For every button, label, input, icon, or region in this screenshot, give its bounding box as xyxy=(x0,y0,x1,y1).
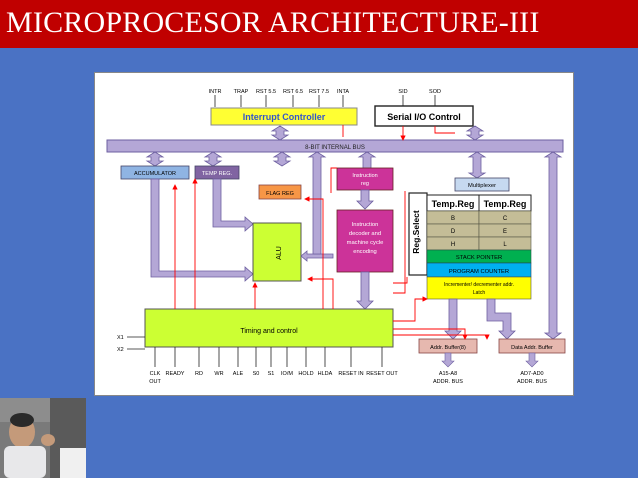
pin-wr: WR xyxy=(214,371,223,377)
instruction-reg-label-2: reg xyxy=(361,181,369,187)
addr-bus-label-1: A15-A8 xyxy=(439,371,457,377)
control-pins: CLK OUT READY RD WR ALE S0 S1 IO/M HOLD … xyxy=(149,371,398,385)
program-counter-label: PROGRAM COUNTER xyxy=(449,269,509,275)
instruction-reg-label-1: Instruction xyxy=(352,173,377,179)
diagram-svg: 8-BIT INTERNAL BUS INTR TRAP RST 5.5 RST… xyxy=(106,89,566,385)
stack-pointer-label: STACK POINTER xyxy=(456,255,502,261)
control-lines xyxy=(172,125,490,340)
data-addr-buffer-label: Data Addr. Buffer xyxy=(511,345,553,351)
temp-reg-header: Temp.Reg xyxy=(484,199,527,209)
serial-io-control: Serial I/O Control xyxy=(374,105,474,127)
pin-reset-out: RESET OUT xyxy=(366,371,398,377)
decoder-label-4: encoding xyxy=(353,249,377,255)
alu-input-paths xyxy=(150,178,254,282)
pin-io-m: IO/M xyxy=(281,371,293,377)
interrupt-controller: Interrupt Controller xyxy=(210,107,358,126)
serial-io-label: Serial I/O Control xyxy=(387,112,461,122)
interrupt-pins: INTR TRAP RST 5.5 RST 6.5 RST 7.5 INTA xyxy=(209,89,349,107)
register-l: L xyxy=(503,242,507,248)
title-bar: MICROPROCESOR ARCHITECTURE-III xyxy=(0,0,638,48)
flag-reg-label: FLAG REG xyxy=(266,191,294,197)
slide-title: MICROPROCESOR ARCHITECTURE-III xyxy=(6,6,540,39)
timing-control-label: Timing and control xyxy=(240,328,298,335)
temp-reg-label: TEMP REG. xyxy=(202,171,233,177)
pin-label: INTA xyxy=(337,89,349,95)
x2-label: X2 xyxy=(117,347,124,353)
internal-bus: 8-BIT INTERNAL BUS xyxy=(106,139,564,153)
pin-clk: CLK xyxy=(150,371,161,377)
pin-reset-in: RESET IN xyxy=(338,371,363,377)
pin-hlda: HLDA xyxy=(318,371,333,377)
pin-s1: S1 xyxy=(268,371,275,377)
temp-reg: TEMP REG. xyxy=(194,165,240,180)
register-e: E xyxy=(503,229,507,235)
x1-label: X1 xyxy=(117,335,124,341)
alu: ALU xyxy=(252,222,302,282)
register-h: H xyxy=(451,242,455,248)
pin-hold: HOLD xyxy=(298,371,313,377)
reg-select: Reg.Select xyxy=(408,192,428,276)
decoder-label-2: decoder and xyxy=(349,231,381,237)
incrementer-label-2: Latch xyxy=(473,290,485,296)
instruction-decoder: Instruction decoder and machine cycle en… xyxy=(336,209,394,273)
pin-label: SOD xyxy=(429,89,441,95)
register-b: B xyxy=(451,216,455,222)
alu-output-arrow xyxy=(300,250,334,262)
pin-out: OUT xyxy=(149,379,161,385)
serial-pins: SID SOD xyxy=(398,89,441,107)
pin-ale: ALE xyxy=(233,371,244,377)
presenter-photo xyxy=(0,398,86,478)
multiplexer: Multiplexer xyxy=(454,177,510,192)
accumulator-label: ACCUMULATOR xyxy=(134,171,176,177)
data-bus-label-1: AD7-AD0 xyxy=(520,371,543,377)
timing-control: Timing and control xyxy=(144,308,394,348)
addr-bus-label-2: ADDR. BUS xyxy=(433,379,463,385)
accumulator: ACCUMULATOR xyxy=(120,165,190,180)
pin-label: SID xyxy=(398,89,407,95)
register-file: Temp.Reg Temp.Reg B C D E H L STACK POIN… xyxy=(426,194,532,300)
internal-bus-label: 8-BIT INTERNAL BUS xyxy=(305,145,365,151)
data-address-buffer: Data Addr. Buffer xyxy=(498,338,566,354)
decoder-label-1: Instruction xyxy=(352,222,379,228)
interrupt-controller-label: Interrupt Controller xyxy=(243,112,326,122)
reg-select-label: Reg.Select xyxy=(411,210,421,254)
addr-buffer-label: Addr. Buffer(8) xyxy=(430,345,466,351)
pin-label: TRAP xyxy=(234,89,249,95)
register-d: D xyxy=(451,229,456,235)
alu-label: ALU xyxy=(276,246,283,260)
pin-label: INTR xyxy=(209,89,222,95)
instruction-register: Instruction reg xyxy=(336,167,394,191)
incrementer-label-1: Incrementer/ decrementer addr. xyxy=(444,282,514,288)
decoder-label-3: machine cycle xyxy=(347,240,384,246)
multiplexer-label: Multiplexer xyxy=(468,183,496,189)
architecture-diagram: 8-BIT INTERNAL BUS INTR TRAP RST 5.5 RST… xyxy=(94,72,574,396)
data-bus-label-2: ADDR. BUS xyxy=(517,379,547,385)
pin-label: RST 7.5 xyxy=(309,89,329,95)
pin-label: RST 5.5 xyxy=(256,89,276,95)
register-c: C xyxy=(503,216,508,222)
pin-ready: READY xyxy=(166,371,185,377)
clock-inputs: X1 X2 xyxy=(117,335,145,353)
flag-reg: FLAG REG xyxy=(258,184,302,200)
pin-label: RST 6.5 xyxy=(283,89,303,95)
presenter-image xyxy=(0,398,86,478)
pin-rd: RD xyxy=(195,371,203,377)
temp-reg-header: Temp.Reg xyxy=(432,199,475,209)
pin-s0: S0 xyxy=(253,371,260,377)
address-buffer: Addr. Buffer(8) xyxy=(418,338,478,354)
